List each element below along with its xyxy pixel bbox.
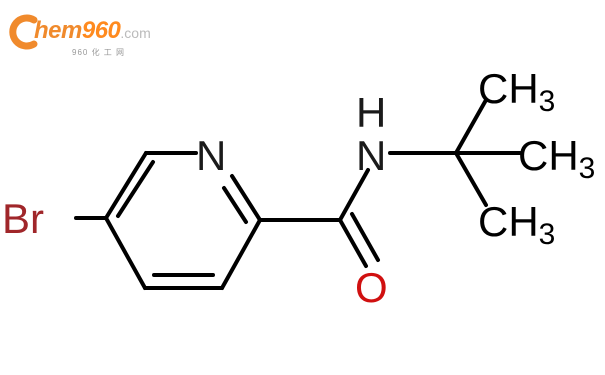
bond-n1-c2-inner bbox=[222, 186, 248, 224]
bond-c5-c6-inner bbox=[116, 160, 155, 218]
atom-ring-nitrogen: N bbox=[196, 132, 226, 179]
bond-c4-c5 bbox=[104, 216, 147, 290]
bond-n1-c2 bbox=[230, 174, 262, 222]
bond-cq-methyl-top bbox=[454, 98, 488, 155]
logo-subtitle: 960 化 工 网 bbox=[72, 48, 126, 57]
atom-oxygen: O bbox=[355, 264, 388, 311]
methyl-bottom: CH3 bbox=[478, 198, 555, 251]
bonds bbox=[74, 98, 522, 290]
chem960-logo: hem960.com 960 化 工 网 bbox=[0, 0, 170, 60]
bond-cq-methyl-bottom bbox=[454, 151, 488, 207]
atom-bromine: Br bbox=[2, 195, 44, 242]
logo-domain: .com bbox=[120, 25, 151, 41]
methyl-top: CH3 bbox=[478, 65, 555, 118]
methyl-bottom-subscript: 3 bbox=[539, 218, 556, 251]
bond-carbonyl-n bbox=[338, 168, 370, 222]
methyl-top-subscript: 3 bbox=[539, 85, 556, 118]
logo-wordmark: hem960.com bbox=[34, 19, 151, 43]
logo-number: 960 bbox=[81, 17, 121, 44]
methyl-right: CH3 bbox=[518, 132, 595, 185]
bond-c2-c3 bbox=[220, 218, 262, 290]
bond-c-o-1 bbox=[338, 218, 368, 268]
logo-c-icon bbox=[9, 14, 38, 50]
methyl-top-label: CH bbox=[478, 65, 539, 112]
methyl-bottom-label: CH bbox=[478, 198, 539, 245]
methyl-right-label: CH bbox=[518, 132, 579, 179]
bond-c-o-2 bbox=[350, 212, 380, 262]
atom-amide-nitrogen: N bbox=[356, 132, 386, 179]
methyl-right-subscript: 3 bbox=[579, 152, 596, 185]
bond-c5-c6 bbox=[104, 151, 148, 220]
atom-amide-hydrogen: H bbox=[356, 89, 386, 136]
logo-hem: hem bbox=[34, 17, 82, 44]
